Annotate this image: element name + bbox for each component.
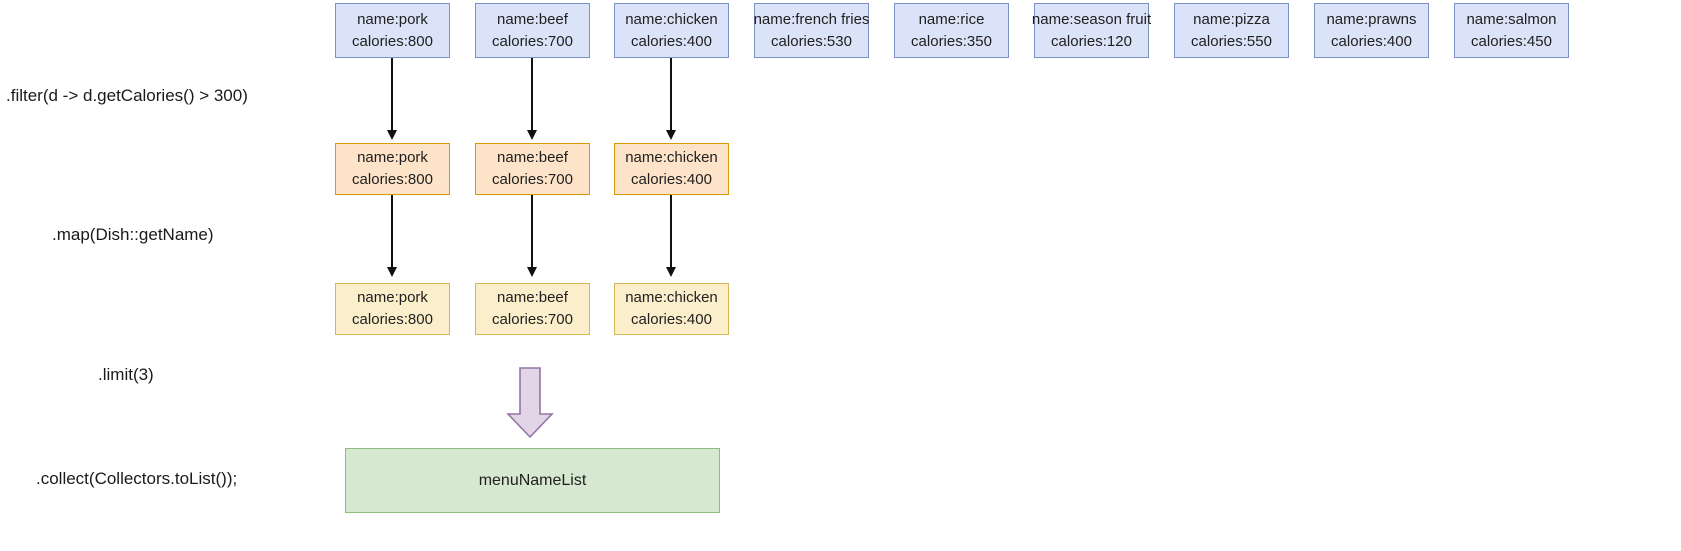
source-node-salmon[interactable]: name:salmon calories:450 bbox=[1454, 3, 1569, 58]
source-node-pizza-calories: calories:550 bbox=[1191, 32, 1272, 50]
stage-label-filter: .filter(d -> d.getCalories() > 300) bbox=[6, 86, 248, 105]
connector-source-to-filter-pork bbox=[391, 58, 393, 131]
stage-label-limit: .limit(3) bbox=[98, 365, 154, 384]
map-node-chicken-calories: calories:400 bbox=[631, 311, 712, 328]
source-node-season-fruit-calories: calories:120 bbox=[1051, 32, 1132, 50]
source-node-pork-name: name:pork bbox=[357, 10, 428, 28]
source-node-chicken[interactable]: name:chicken calories:400 bbox=[614, 3, 729, 58]
source-node-rice-name: name:rice bbox=[918, 10, 985, 28]
source-node-beef-calories: calories:700 bbox=[492, 32, 573, 50]
source-node-prawns[interactable]: name:prawns calories:400 bbox=[1314, 3, 1429, 58]
filter-node-chicken-calories: calories:400 bbox=[631, 171, 712, 188]
map-node-beef-calories: calories:700 bbox=[492, 311, 573, 328]
source-node-beef[interactable]: name:beef calories:700 bbox=[475, 3, 590, 58]
source-node-rice-calories: calories:350 bbox=[911, 32, 992, 50]
connector-source-to-filter-chicken bbox=[670, 58, 672, 131]
source-node-beef-name: name:beef bbox=[497, 10, 568, 28]
source-node-pork-calories: calories:800 bbox=[352, 32, 433, 50]
result-node-menu-name-list[interactable]: menuNameList bbox=[345, 448, 720, 513]
filter-node-beef-calories: calories:700 bbox=[492, 171, 573, 188]
result-node-label: menuNameList bbox=[478, 471, 587, 489]
filter-node-beef-name: name:beef bbox=[497, 149, 568, 167]
filter-node-chicken[interactable]: name:chicken calories:400 bbox=[614, 143, 729, 195]
map-node-pork[interactable]: name:pork calories:800 bbox=[335, 283, 450, 335]
source-node-salmon-calories: calories:450 bbox=[1471, 32, 1552, 50]
source-node-season-fruit[interactable]: name:season fruit calories:120 bbox=[1031, 3, 1152, 58]
filter-node-pork-name: name:pork bbox=[357, 149, 428, 167]
filter-node-pork[interactable]: name:pork calories:800 bbox=[335, 143, 450, 195]
map-node-pork-name: name:pork bbox=[357, 289, 428, 307]
source-node-pork[interactable]: name:pork calories:800 bbox=[335, 3, 450, 58]
source-node-french-fries-name: name:french fries bbox=[753, 10, 870, 28]
connector-filter-to-map-chicken bbox=[670, 195, 672, 268]
connector-source-to-filter-beef bbox=[531, 58, 533, 131]
filter-node-beef[interactable]: name:beef calories:700 bbox=[475, 143, 590, 195]
connector-filter-to-map-pork bbox=[391, 195, 393, 268]
connector-filter-to-map-beef bbox=[531, 195, 533, 268]
source-node-chicken-name: name:chicken bbox=[625, 10, 718, 28]
source-node-french-fries-calories: calories:530 bbox=[771, 32, 852, 50]
map-node-chicken-name: name:chicken bbox=[625, 289, 718, 307]
map-node-beef-name: name:beef bbox=[497, 289, 568, 307]
map-node-pork-calories: calories:800 bbox=[352, 311, 433, 328]
source-node-prawns-name: name:prawns bbox=[1326, 10, 1417, 28]
filter-node-pork-calories: calories:800 bbox=[352, 171, 433, 188]
source-node-french-fries[interactable]: name:french fries calories:530 bbox=[754, 3, 869, 58]
stage-label-map: .map(Dish::getName) bbox=[52, 225, 214, 244]
source-node-rice[interactable]: name:rice calories:350 bbox=[894, 3, 1009, 58]
source-node-chicken-calories: calories:400 bbox=[631, 32, 712, 50]
map-node-chicken[interactable]: name:chicken calories:400 bbox=[614, 283, 729, 335]
source-node-prawns-calories: calories:400 bbox=[1331, 32, 1412, 50]
source-node-season-fruit-name: name:season fruit bbox=[1031, 10, 1152, 28]
source-node-salmon-name: name:salmon bbox=[1466, 10, 1557, 28]
source-node-pizza[interactable]: name:pizza calories:550 bbox=[1174, 3, 1289, 58]
filter-node-chicken-name: name:chicken bbox=[625, 149, 718, 167]
collect-block-arrow bbox=[495, 367, 565, 439]
map-node-beef[interactable]: name:beef calories:700 bbox=[475, 283, 590, 335]
source-node-pizza-name: name:pizza bbox=[1193, 10, 1270, 28]
stage-label-collect: .collect(Collectors.toList()); bbox=[36, 469, 238, 488]
